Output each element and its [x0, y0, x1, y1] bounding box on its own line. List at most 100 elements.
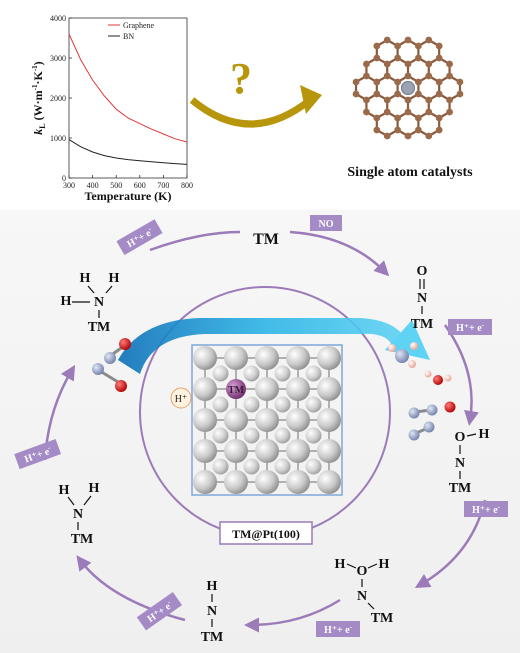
carbon-atom — [363, 72, 370, 80]
pt-subsurface-atom — [243, 458, 260, 475]
pt-atom — [255, 377, 279, 401]
single-metal-atom — [401, 81, 415, 95]
carbon-atom — [394, 42, 402, 50]
svg-text:H: H — [335, 557, 346, 572]
carbon-atom — [373, 42, 381, 50]
y-tick-label: 0 — [62, 174, 66, 183]
svg-text:H: H — [80, 271, 91, 286]
pt-atom — [317, 408, 341, 432]
pt-atom — [193, 408, 217, 432]
pt-subsurface-atom — [243, 365, 260, 382]
svg-text:TM: TM — [71, 532, 94, 547]
graphene-single-atom-lattice — [352, 36, 464, 140]
pt-atom — [286, 470, 310, 494]
gold-arrow-shaft — [189, 97, 313, 128]
svg-text:TM: TM — [449, 481, 472, 496]
carbon-atom — [373, 126, 381, 134]
pt-subsurface-atom — [212, 365, 229, 382]
x-tick-label: 700 — [157, 181, 169, 190]
svg-text:H⁺: H⁺ — [175, 394, 188, 405]
svg-text:O: O — [455, 430, 466, 445]
carbon-atom — [414, 42, 422, 50]
carbon-atom — [425, 132, 433, 140]
question-arrow: ? — [189, 54, 322, 128]
species-hnoh-tm: H O H N TM — [335, 557, 394, 626]
series-line-graphene — [68, 33, 188, 143]
molecule-no-left-2 — [92, 363, 127, 392]
series-line-bn — [68, 139, 188, 165]
svg-text:N: N — [357, 589, 367, 604]
svg-text:N: N — [94, 295, 104, 310]
svg-text:H: H — [109, 271, 120, 286]
step-labels: H⁺+ e- NO H⁺+ e- H⁺+ e- H⁺+ e- H⁺+ e- H⁺… — [14, 215, 508, 637]
no-label-box: NO — [310, 215, 342, 231]
pt-subsurface-atom — [274, 396, 291, 413]
carbon-atom — [446, 108, 453, 116]
carbon-atom — [363, 60, 370, 68]
y-tick-label: 3000 — [50, 54, 66, 63]
carbon-atom — [352, 78, 360, 86]
carbon-atom — [414, 90, 422, 98]
carbon-atom — [363, 108, 370, 116]
carbon-atom — [383, 108, 391, 116]
carbon-atom — [394, 126, 402, 134]
svg-text:TM: TM — [411, 317, 434, 332]
carbon-atom — [373, 78, 381, 86]
species-nh-tm: H N TM — [201, 579, 224, 645]
x-tick-label: 600 — [134, 181, 146, 190]
species-no-tm: O N TM — [411, 264, 434, 332]
center-label: TM@Pt(100) — [232, 527, 300, 541]
pt-subsurface-atom — [212, 427, 229, 444]
carbon-atom — [414, 126, 422, 134]
pt-subsurface-atom — [305, 365, 322, 382]
pt-subsurface-atom — [305, 458, 322, 475]
carbon-atom — [404, 108, 412, 116]
pt-atom — [317, 470, 341, 494]
pt-subsurface-atom — [274, 458, 291, 475]
pt-subsurface-atom — [243, 396, 260, 413]
carbon-atom — [404, 36, 412, 44]
carbon-atom — [373, 90, 381, 98]
carbon-atom — [435, 42, 443, 50]
x-tick-label: 300 — [63, 181, 75, 190]
pt-atom — [224, 439, 248, 463]
molecule-no-left — [104, 338, 131, 364]
step-label-4: H⁺+ e- — [316, 621, 360, 637]
carbon-atom — [435, 126, 443, 134]
svg-text:N: N — [73, 507, 83, 522]
carbon-atom — [394, 78, 402, 86]
svg-text:NO: NO — [319, 219, 334, 230]
species-nh2-tm: H H N TM — [59, 481, 100, 547]
chart-x-axis-label: Temperature (K) — [85, 189, 172, 203]
slab-cell-border — [191, 344, 343, 496]
carbon-atom — [373, 54, 381, 62]
svg-text:H⁺+ e-: H⁺+ e- — [456, 321, 485, 334]
carbon-atom — [383, 72, 391, 80]
carbon-atom — [394, 114, 402, 122]
step-label-3: H⁺+ e- — [464, 501, 508, 517]
molecule-right-cluster — [388, 342, 456, 441]
svg-text:H⁺+ e-: H⁺+ e- — [472, 503, 501, 516]
carbon-atom — [425, 36, 433, 44]
single-atom-catalysts-label: Single atom catalysts — [347, 165, 473, 180]
carbon-atom — [394, 54, 402, 62]
carbon-atom — [414, 78, 422, 86]
svg-text:H⁺+ e-: H⁺+ e- — [324, 623, 353, 636]
pt-atom — [255, 408, 279, 432]
carbon-atom — [404, 72, 412, 80]
y-tick-label: 1000 — [50, 134, 66, 143]
carbon-atom — [446, 60, 453, 68]
carbon-atom — [383, 60, 391, 68]
pt-atom — [193, 346, 217, 370]
carbon-atom — [404, 132, 412, 140]
svg-text:TM: TM — [88, 320, 111, 335]
pt-subsurface-atom — [305, 427, 322, 444]
carbon-atom — [456, 90, 464, 98]
tm-atom — [226, 379, 246, 399]
hplus-indicator: H⁺ — [170, 387, 192, 409]
svg-text:O: O — [357, 564, 368, 579]
svg-text:H: H — [61, 294, 72, 309]
